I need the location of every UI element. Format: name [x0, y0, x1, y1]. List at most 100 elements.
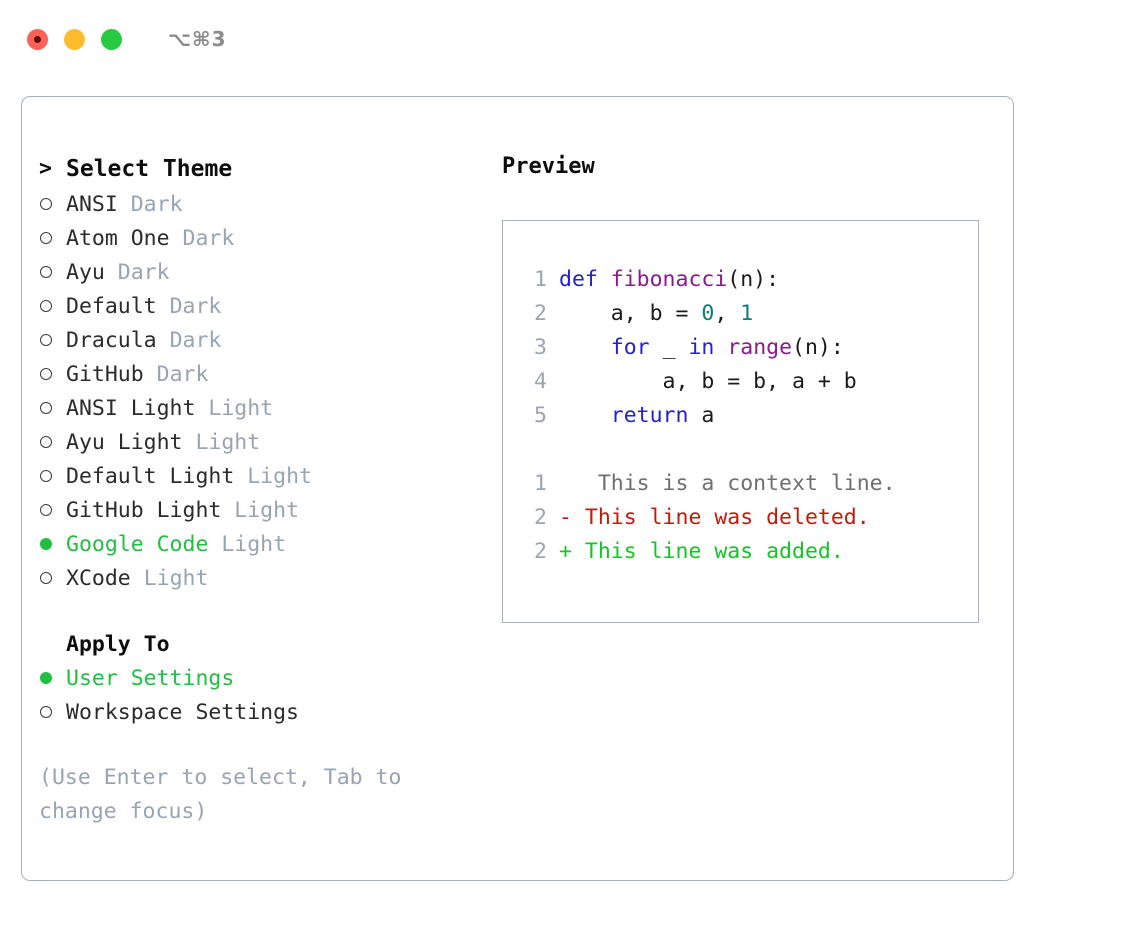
code-token: [559, 331, 611, 365]
code-token: ,: [714, 301, 741, 326]
diff-line-content: - This line was deleted.: [559, 505, 870, 530]
apply-to-option-row[interactable]: Workspace Settings: [39, 696, 479, 730]
code-line: 1 def fibonacci(n):: [503, 263, 978, 297]
theme-option-name: ANSI: [66, 192, 118, 217]
diff-line-number: 1: [534, 471, 547, 496]
theme-option-row[interactable]: GitHub Dark: [39, 358, 479, 392]
theme-option-kind: Dark: [156, 362, 209, 387]
theme-option-row[interactable]: Ayu Dark: [39, 256, 479, 290]
apply-to-header-label: Apply To: [66, 632, 170, 657]
code-diff-spacer: [503, 433, 978, 467]
theme-option-name: Google Code: [66, 532, 209, 557]
theme-option-name: Dracula: [66, 328, 157, 353]
code-line-number: 5: [534, 403, 547, 428]
theme-option-name: ANSI Light: [66, 396, 196, 421]
code-token: a, b =: [559, 301, 702, 326]
apply-to-option-label: User Settings: [66, 666, 235, 691]
theme-option-kind: Dark: [117, 260, 170, 285]
theme-option-name: Default: [66, 294, 157, 319]
window-controls: [27, 28, 122, 50]
code-line-number: 2: [534, 301, 547, 326]
code-token: 0: [701, 301, 715, 326]
apply-to-option-row[interactable]: User Settings: [39, 662, 479, 696]
apply-to-header: Apply To: [39, 628, 479, 662]
minimize-window-button[interactable]: [64, 28, 85, 50]
diff-sample: 1 This is a context line. 2 - This line wa…: [503, 467, 978, 569]
select-theme-header-label: Select Theme: [66, 156, 233, 182]
code-token: (n):: [727, 267, 780, 292]
code-token: for: [610, 335, 650, 360]
theme-option-kind: Light: [221, 532, 287, 557]
theme-option-row[interactable]: GitHub Light Light: [39, 494, 479, 528]
code-token: a, b = b, a + b: [559, 369, 857, 394]
code-token: [559, 399, 611, 433]
theme-option-row[interactable]: ANSI Dark: [39, 188, 479, 222]
theme-option-name: GitHub: [66, 362, 144, 387]
code-token: fibonacci: [610, 267, 728, 292]
select-theme-header: > Select Theme: [39, 150, 479, 188]
diff-line-content: + This line was added.: [559, 539, 844, 564]
theme-option-kind: Dark: [130, 192, 183, 217]
diff-line-number: 2: [534, 539, 547, 564]
code-token: def: [559, 267, 611, 292]
theme-option-row[interactable]: Default Light Light: [39, 460, 479, 494]
code-token: [714, 331, 727, 365]
theme-option-name: Ayu: [66, 260, 105, 285]
diff-line: 2 + This line was added.: [503, 535, 978, 569]
theme-option-row[interactable]: Google Code Light: [39, 528, 479, 562]
theme-option-name: XCode: [66, 566, 131, 591]
theme-option-row[interactable]: Default Dark: [39, 290, 479, 324]
theme-option-kind: Dark: [182, 226, 235, 251]
theme-option-name: Atom One: [66, 226, 170, 251]
keyboard-hint-text: (Use Enter to select, Tab to change focu…: [39, 765, 402, 824]
close-window-button[interactable]: [27, 28, 48, 50]
title-bar: ⌥⌘3: [0, 0, 1140, 78]
theme-option-name: Ayu Light: [66, 430, 183, 455]
theme-option-kind: Dark: [169, 328, 222, 353]
code-token: a: [688, 403, 715, 428]
theme-option-kind: Light: [247, 464, 312, 489]
code-line: 4 a, b = b, a + b: [503, 365, 978, 399]
code-token: 1: [740, 301, 754, 326]
diff-line: 1 This is a context line.: [503, 467, 978, 501]
code-token: range: [727, 335, 793, 360]
code-token: _: [649, 335, 689, 360]
theme-option-kind: Dark: [169, 294, 222, 319]
code-line: 2 a, b = 0, 1: [503, 297, 978, 331]
section-spacer: [39, 596, 479, 628]
theme-option-row[interactable]: Dracula Dark: [39, 324, 479, 358]
maximize-window-button[interactable]: [101, 28, 122, 50]
preview-header-label: Preview: [502, 154, 595, 179]
theme-option-kind: Light: [234, 498, 300, 523]
theme-option-row[interactable]: Atom One Dark: [39, 222, 479, 256]
code-line-number: 3: [534, 335, 547, 360]
theme-option-kind: Light: [143, 566, 209, 591]
keyboard-shortcut-label: ⌥⌘3: [168, 27, 227, 51]
code-line-number: 1: [534, 267, 547, 292]
theme-option-name: Default Light: [66, 464, 235, 489]
theme-option-row[interactable]: XCode Light: [39, 562, 479, 596]
apply-to-option-label: Workspace Settings: [66, 700, 299, 725]
code-token: in: [688, 335, 715, 360]
prompt-caret-icon: >: [39, 156, 52, 181]
diff-line-number: 2: [534, 505, 547, 530]
theme-option-kind: Light: [195, 430, 261, 455]
diff-line-content: This is a context line.: [559, 471, 896, 496]
theme-option-row[interactable]: ANSI Light Light: [39, 392, 479, 426]
code-token: return: [610, 403, 689, 428]
code-line: 5 return a: [503, 399, 978, 433]
theme-option-kind: Light: [208, 396, 274, 421]
code-token: (n):: [792, 335, 844, 360]
theme-option-row[interactable]: Ayu Light Light: [39, 426, 479, 460]
code-line-number: 4: [534, 369, 547, 394]
diff-line: 2 - This line was deleted.: [503, 501, 978, 535]
code-line: 3 for _ in range(n):: [503, 331, 978, 365]
